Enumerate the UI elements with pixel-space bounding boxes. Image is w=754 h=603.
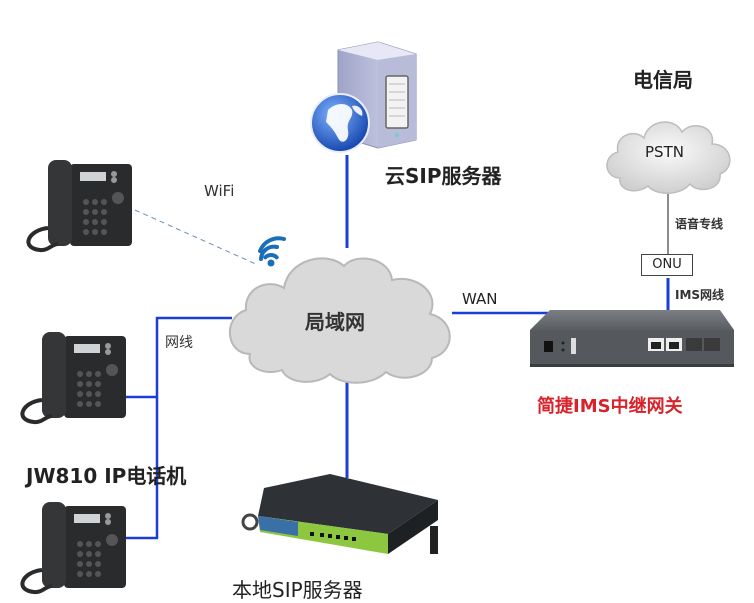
ims-line-label: IMS网线 <box>675 288 725 302</box>
onu-box: ONU <box>641 254 693 276</box>
lan-label: 局域网 <box>305 310 365 334</box>
telecom-bureau-title: 电信局 <box>633 68 693 92</box>
ip-phone-wired-2-icon <box>20 502 126 595</box>
cloud-sip-server-label: 云SIP服务器 <box>385 164 502 188</box>
lan-cloud-icon <box>229 257 451 384</box>
ip-phone-wired-1-icon <box>20 332 126 425</box>
pstn-label: PSTN <box>645 143 684 161</box>
wan-label: WAN <box>462 290 498 308</box>
link-wifi <box>134 209 259 266</box>
ethernet-label: 网线 <box>165 335 193 351</box>
voice-line-label: 语音专线 <box>675 217 724 231</box>
wifi-label: WiFi <box>204 182 235 200</box>
wifi-icon <box>258 236 286 267</box>
local-sip-server-icon <box>241 474 438 554</box>
link-ethernet-trunk <box>125 316 232 540</box>
ip-phone-wifi-icon <box>26 160 132 253</box>
ip-phone-model-label: JW810 IP电话机 <box>26 464 187 488</box>
cloud-sip-server-icon <box>310 41 417 153</box>
local-sip-server-label: 本地SIP服务器 <box>232 578 363 602</box>
ims-gateway-device-icon <box>530 310 734 367</box>
pstn-cloud-icon <box>606 121 731 194</box>
ims-gateway-label: 简捷IMS中继网关 <box>537 396 683 417</box>
